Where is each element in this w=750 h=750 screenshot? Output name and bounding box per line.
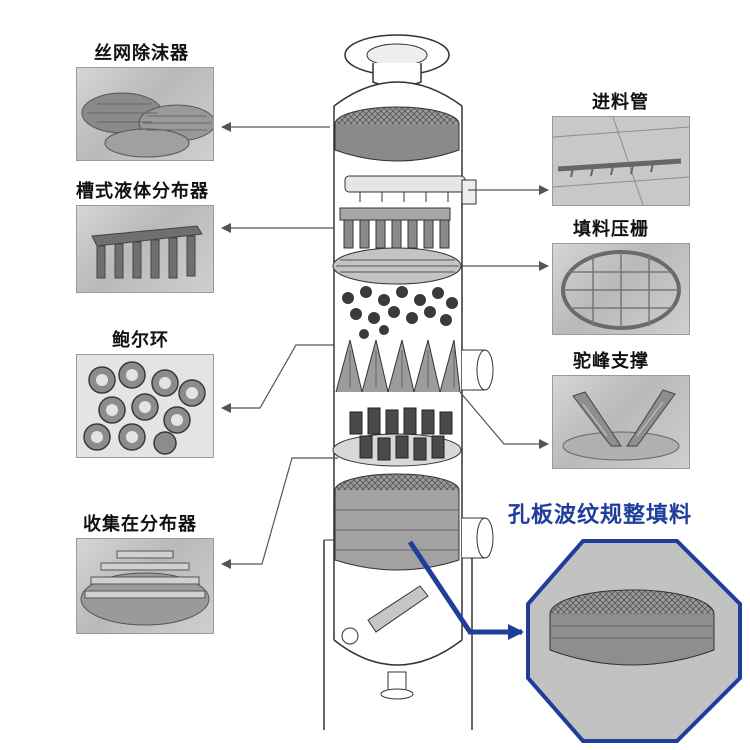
label-feed-pipe: 进料管 [592, 92, 649, 113]
leader-support [459, 391, 549, 449]
packing-grid-in-column [332, 247, 462, 285]
leader-collector [221, 457, 338, 569]
collector-distributor-in-column [332, 407, 462, 467]
photo-camel-hump-support [552, 375, 690, 469]
grid-illustration [561, 250, 681, 330]
pall-ring-illustration [83, 361, 206, 455]
photo-trough-distributor [76, 205, 214, 293]
photo-feed-pipe [552, 116, 690, 206]
collector-illustration [80, 550, 210, 626]
label-trough-distributor: 槽式液体分布器 [76, 181, 209, 202]
leader-lines [221, 122, 549, 569]
demister-pad [334, 106, 460, 162]
highlight-arrow [407, 540, 524, 640]
trough-distributor-in-column [339, 207, 451, 249]
feed-pipe-illustration [553, 117, 689, 205]
label-packing-grid: 填料压栅 [573, 219, 649, 240]
leader-pall-ring [221, 344, 334, 413]
label-wire-mesh-demister: 丝网除沫器 [94, 43, 189, 64]
bottom-inlet-pipe [367, 585, 429, 633]
feed-pipe-in-column [344, 175, 477, 205]
side-nozzles [341, 349, 494, 645]
support-illustration [562, 389, 680, 461]
demister-illustration [81, 92, 213, 158]
label-pall-ring: 鲍尔环 [112, 330, 169, 351]
pall-rings-in-column [342, 286, 458, 339]
label-perforated-packing: 孔板波纹规整填料 [508, 503, 693, 528]
photo-collector-distributor [76, 538, 214, 634]
octagon-packing-photo [526, 539, 742, 743]
top-flange [344, 34, 450, 88]
label-collector-distributor: 收集在分布器 [83, 514, 197, 535]
structured-packing-in-column [334, 473, 460, 571]
camel-hump-support-in-column [335, 339, 461, 393]
label-camel-hump-support: 驼峰支撑 [573, 351, 649, 372]
photo-pall-ring [76, 354, 214, 458]
trough-illustration [91, 225, 203, 279]
photo-packing-grid [552, 243, 690, 335]
photo-wire-mesh-demister [76, 67, 214, 161]
